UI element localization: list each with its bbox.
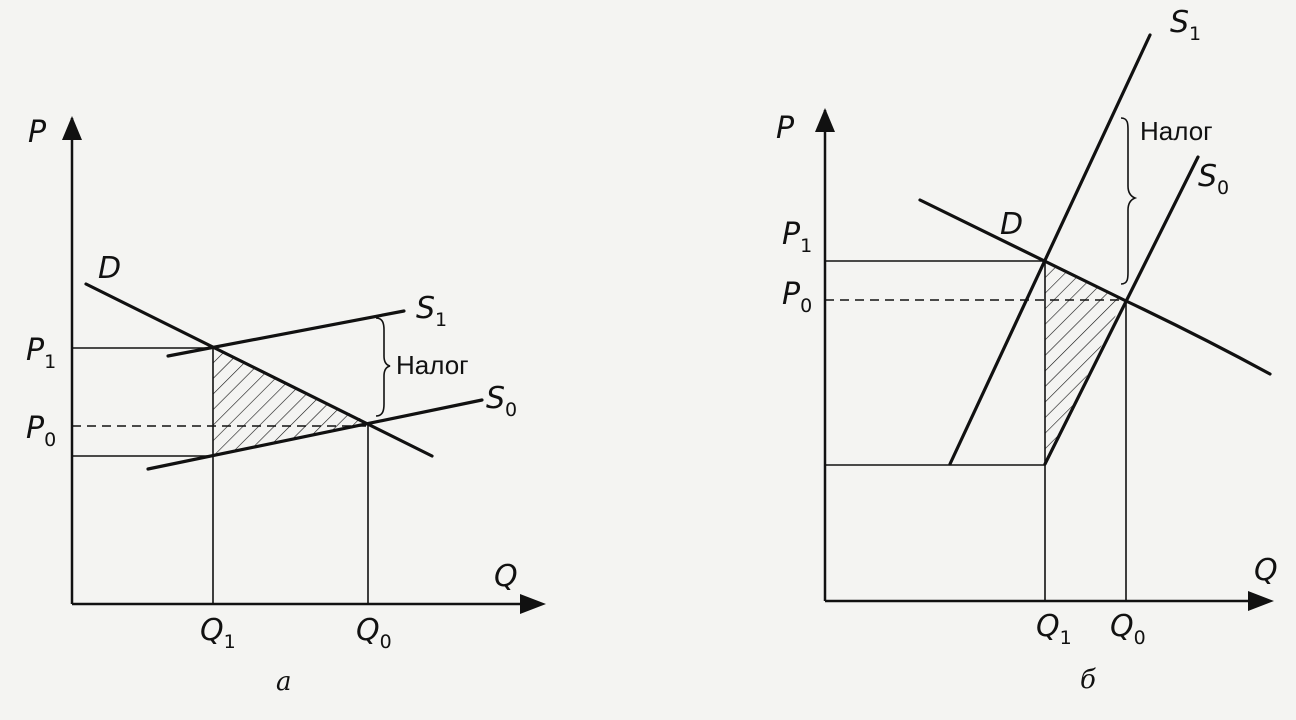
- tax-brace: [375, 317, 391, 417]
- tax-label: Налог: [1140, 116, 1213, 146]
- deadweight-loss-area: [213, 348, 368, 456]
- demand-curve: [918, 198, 1272, 376]
- deadweight-loss-area: [1045, 262, 1123, 464]
- quantity-q1-label: Q1: [200, 613, 236, 653]
- panel-b-caption: б: [1080, 665, 1096, 695]
- demand-label: D: [98, 251, 121, 286]
- demand-label: D: [1000, 207, 1023, 242]
- supply-s0-label: S0: [1198, 159, 1229, 199]
- panel-b: P Q D S1 S0 Налог P1 P0 Q1 Q0 б: [776, 5, 1278, 695]
- supply-s1-label: S1: [1170, 5, 1201, 45]
- y-axis-arrow: [62, 116, 82, 140]
- panel-a-caption: а: [276, 667, 292, 697]
- supply-curve-s0: [146, 398, 484, 471]
- tax-label: Налог: [396, 350, 469, 380]
- axis-label-q: Q: [1254, 553, 1278, 588]
- supply-curve-s1: [166, 309, 406, 358]
- tax-brace: [1120, 117, 1138, 285]
- quantity-q0-label: Q0: [356, 613, 392, 653]
- axis-label-p: P: [28, 115, 47, 150]
- supply-s0-label: S0: [486, 381, 517, 421]
- y-axis-arrow: [815, 108, 835, 132]
- price-p0-label: P0: [26, 411, 56, 451]
- price-p0-label: P0: [782, 277, 812, 317]
- x-axis-arrow: [1248, 591, 1274, 611]
- supply-s1-label: S1: [416, 291, 447, 331]
- panel-a: P Q D S1 S0 Налог P1 P0 Q1 Q0 а: [26, 115, 546, 697]
- demand-curve: [84, 282, 434, 458]
- price-p1-label: P1: [782, 217, 812, 257]
- supply-curve-s1: [948, 33, 1152, 466]
- price-p1-label: P1: [26, 333, 56, 373]
- x-axis-arrow: [520, 594, 546, 614]
- quantity-q0-label: Q0: [1110, 609, 1146, 649]
- quantity-q1-label: Q1: [1036, 609, 1072, 649]
- axis-label-p: P: [776, 111, 795, 146]
- axis-label-q: Q: [494, 559, 518, 594]
- supply-curve-s0: [1043, 155, 1200, 466]
